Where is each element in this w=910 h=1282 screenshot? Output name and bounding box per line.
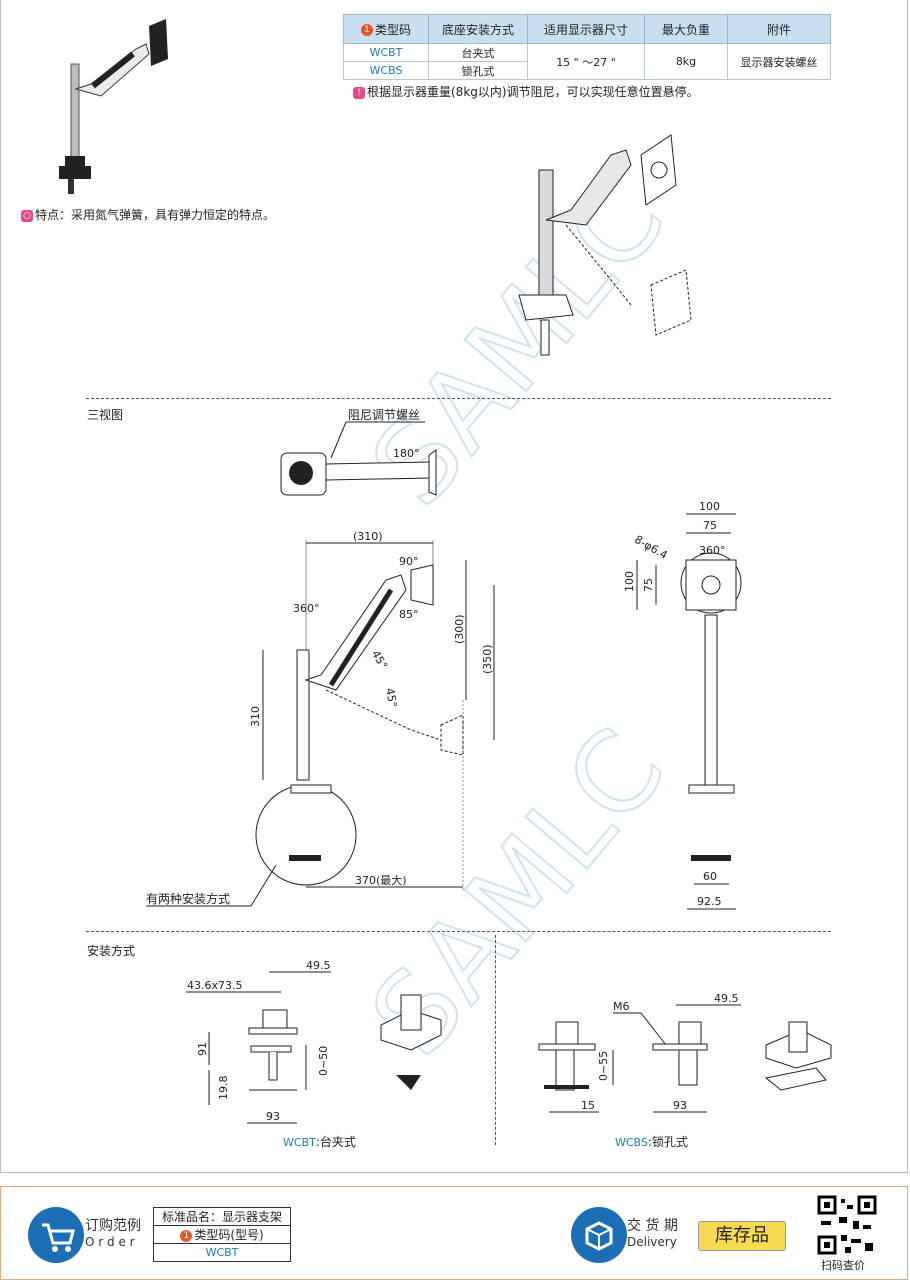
angle-360: 360° (293, 602, 320, 615)
two-mount-label: 有两种安装方式 (146, 891, 230, 906)
caption-bolt: WCBS:锁孔式 (615, 1133, 688, 1150)
three-view-title: 三视图 (87, 408, 124, 422)
dim-93-a: 93 (266, 1110, 280, 1123)
dim-100-top: 100 (699, 500, 720, 513)
dim-93-b: 93 (673, 1099, 687, 1112)
delivery-box-icon (571, 1207, 627, 1263)
caption-clamp-name: :台夹式 (315, 1135, 356, 1149)
dim-300: (300) (453, 614, 466, 644)
type-code-value: WCBT (153, 1243, 291, 1262)
dim-310-top: (310) (353, 530, 383, 543)
angle-85: 85° (399, 608, 419, 621)
dim-19-8: 19.8 (217, 1076, 230, 1101)
dim-0-50: 0~50 (317, 1046, 330, 1076)
table-row: WCBS 锁孔式 (343, 61, 831, 80)
std-name: 标准品名：显示器支架 (153, 1207, 291, 1226)
three-view-drawing: 180° 阻尼调节螺丝 (310) 90° 360° 85° 45° 45° (… (146, 408, 742, 910)
col-load: 最大负重 (644, 14, 728, 44)
warning-icon: ! (353, 86, 365, 99)
cell-accessory: 显示器安装螺丝 (727, 43, 831, 80)
feature-note: ○特点：采用氮气弹簧，具有弹力恒定的特点。 (21, 206, 275, 223)
dim-49-5-b: 49.5 (714, 992, 739, 1005)
dim-91: 91 (196, 1042, 209, 1056)
dim-15: 15 (581, 1099, 595, 1112)
damping-label: 阻尼调节螺丝 (348, 408, 420, 422)
caption-bolt-name: :锁孔式 (647, 1135, 688, 1149)
row-code: WCBT (343, 43, 429, 62)
row-code: WCBS (343, 61, 429, 80)
cell-size: 15 " ～27 " (527, 43, 645, 80)
order-en: O r d e r (85, 1235, 135, 1249)
damping-note-text: 根据显示器重量(8kg以内)调节阻尼，可以实现任意位置悬停。 (367, 85, 699, 99)
caption-bolt-code: WCBS (615, 1136, 648, 1149)
qr-code-icon[interactable] (817, 1195, 877, 1255)
dim-43-6: 43.6x73.5 (187, 979, 243, 992)
install-drawing: 49.5 43.6x73.5 91 0~50 19.8 93 M6 49.5 0… (186, 959, 832, 1124)
dim-75-top: 75 (703, 519, 717, 532)
stock-badge: 库存品 (698, 1221, 786, 1251)
dim-100-left: 100 (623, 571, 636, 592)
dim-370: 370(最大) (355, 873, 407, 887)
dim-310-left: 310 (249, 706, 262, 727)
divider (86, 398, 831, 399)
product-photo (59, 19, 168, 194)
m6-label: M6 (613, 1000, 630, 1013)
type-badge: 1 (180, 1229, 193, 1242)
divider (86, 931, 831, 932)
angle-45b: 45° (383, 687, 399, 708)
angle-90: 90° (399, 555, 419, 568)
isometric-drawing (518, 134, 692, 356)
delivery-cn: 交 货 期 (627, 1218, 678, 1234)
header-label: 类型码 (374, 22, 411, 37)
dim-49-5-a: 49.5 (306, 959, 331, 972)
caption-clamp-code: WCBT (283, 1136, 316, 1149)
table-row: WCBT 台夹式 15 " ～27 " 8kg 显示器安装螺丝 (343, 43, 831, 80)
angle-45a: 45° (369, 648, 390, 671)
dim-350: (350) (481, 644, 494, 674)
dim-92-5: 92.5 (697, 895, 722, 908)
col-size: 适用显示器尺寸 (527, 14, 645, 44)
divider (495, 935, 496, 1145)
col-accessory: 附件 (727, 14, 831, 44)
type-badge: 1 (360, 24, 373, 36)
row-mount: 锁孔式 (428, 61, 528, 80)
qr-label: 扫码查价 (821, 1259, 865, 1272)
dim-0-55: 0~55 (597, 1051, 610, 1081)
dim-75-left: 75 (642, 578, 655, 592)
order-cn: 订购范例 (85, 1218, 141, 1234)
type-code-label-text: 类型码(型号) (194, 1228, 264, 1242)
feature-icon: ○ (21, 209, 33, 222)
caption-clamp: WCBT:台夹式 (283, 1133, 356, 1150)
cell-load: 8kg (644, 43, 728, 80)
feature-note-text: 特点：采用氮气弹簧，具有弹力恒定的特点。 (35, 208, 276, 222)
cart-icon (28, 1207, 84, 1263)
install-title: 安装方式 (87, 944, 136, 958)
row-mount: 台夹式 (428, 43, 528, 62)
dim-60: 60 (703, 870, 717, 883)
hole-label: 8-φ6.4 (632, 533, 669, 562)
angle-180: 180° (393, 447, 420, 460)
col-mount: 底座安装方式 (428, 14, 528, 44)
delivery-en: Delivery (627, 1235, 677, 1249)
damping-note: !根据显示器重量(8kg以内)调节阻尼，可以实现任意位置悬停。 (353, 83, 699, 100)
